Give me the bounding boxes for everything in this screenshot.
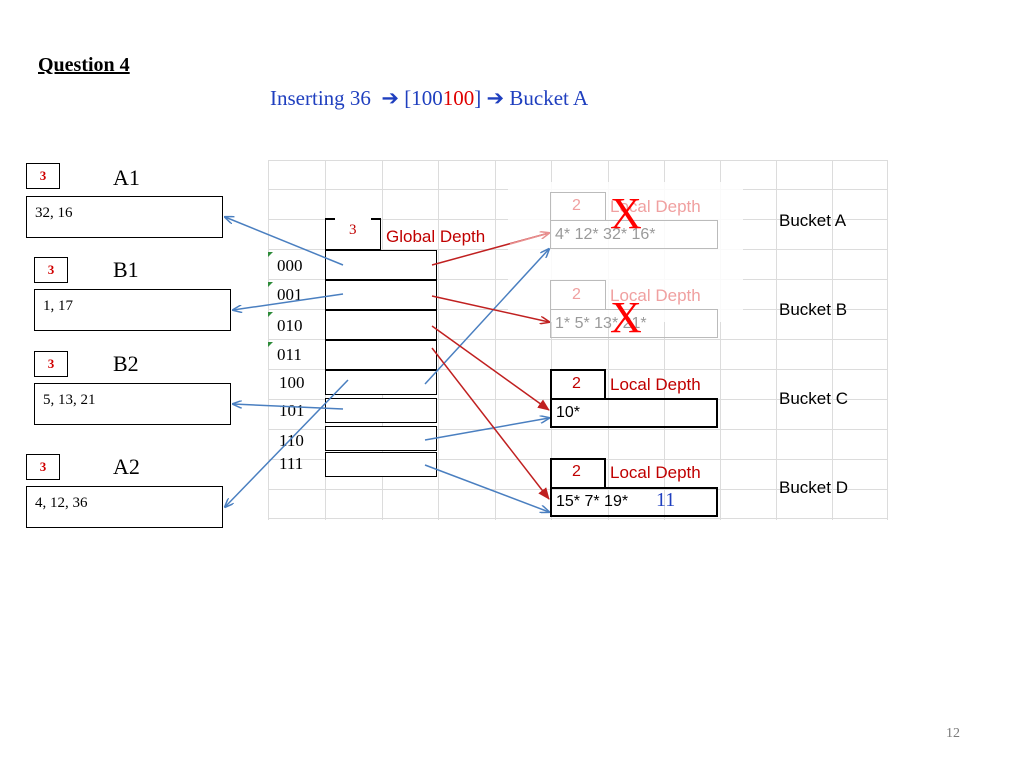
bucket-b-name: Bucket B [779,300,848,319]
bucket-d-content: 15* 7* 19* [550,487,718,517]
bucket-a-ld-label: Local Depth [610,197,701,216]
arrow-001-to-b1 [233,293,344,310]
bucket-a2-name: A2 [113,454,140,479]
bits-red: 100 [442,86,475,110]
bucket-a-name: Bucket A [779,211,847,230]
dir-slot-111 [325,452,437,477]
dir-label-011: 011 [277,345,302,364]
dir-slot-001 [325,280,437,310]
bucket-b2-name: B2 [113,351,139,376]
cell-marks [268,252,273,347]
dir-slot-110 [325,426,437,451]
bucket-a-ld-box [550,192,606,220]
dir-label-001: 001 [277,285,303,304]
arrow-011-to-bucket-d [431,347,550,500]
dir-slot-100 [325,370,437,395]
arrow-right-icon: ➔ [381,86,400,110]
bucket-d-ld-label: Local Depth [610,463,701,482]
arrow-110-to-bucket-c [424,418,549,441]
insert-suffix: Bucket A [509,86,589,110]
arrow-right-icon: ➔ [486,86,505,110]
arrow-111-to-bucket-d [424,464,549,512]
bucket-b-ld-box [550,280,606,309]
bucket-b1-content: 1, 17 [34,289,231,331]
bucket-b-cross: X [610,293,642,342]
bucket-d-ld-value: 2 [572,463,581,480]
bits-black: 100 [411,86,443,110]
bracket-open: [ [404,86,412,110]
arrow-100-to-bucket-a [424,249,549,385]
arrow-010-to-bucket-c [431,325,550,411]
bucket-d-ld-box [550,458,606,487]
dir-slot-011 [325,340,437,370]
bucket-a1-name: A1 [113,165,140,190]
dir-slot-010 [325,310,437,340]
global-depth-box [325,218,381,250]
insert-statement: Inserting 36 ➔ [100100] ➔ Bucket A [270,86,588,111]
global-depth-tick-left [325,218,335,220]
bracket-close: ] [474,86,482,110]
arrow-001-to-bucket-b [431,295,549,322]
dir-slot-000 [325,250,437,280]
bucket-b2-content: 5, 13, 21 [34,383,231,425]
arrow-100-to-a2 [225,379,349,507]
dir-label-010: 010 [277,316,303,335]
bucket-c-name: Bucket C [779,389,848,408]
bucket-a2-depth: 3 [26,454,60,480]
bucket-a2-content: 4, 12, 36 [26,486,223,528]
page-number: 12 [946,726,960,741]
dir-slot-101 [325,398,437,423]
bucket-d-name: Bucket D [779,478,848,497]
bucket-d-extra: 11 [656,489,676,511]
dir-label-111: 111 [279,454,304,473]
bucket-b1-name: B1 [113,257,139,282]
global-depth-tick-right [371,218,381,220]
insert-prefix: Inserting 36 [270,86,371,110]
bucket-c-ld-box [550,369,606,398]
bucket-a1-content: 32, 16 [26,196,223,238]
bucket-a1-depth: 3 [26,163,60,189]
dir-label-100: 100 [279,373,305,392]
page-title: Question 4 [38,54,130,76]
bucket-b2-depth: 3 [34,351,68,377]
global-depth-value: 3 [349,222,357,238]
bucket-b-ld-value: 2 [572,286,581,303]
bucket-b1-depth: 3 [34,257,68,283]
bucket-a-cross: X [610,189,642,238]
bucket-a-ld-value: 2 [572,197,581,214]
bucket-c-content: 10* [550,398,718,428]
arrow-000-red-faded [509,233,549,245]
bucket-c-ld-value: 2 [572,375,581,392]
bucket-b-ld-label: Local Depth [610,286,701,305]
bucket-d-values: 15* 7* 19* [556,493,629,510]
bucket-c-ld-label: Local Depth [610,375,701,394]
global-depth-label: Global Depth [386,227,486,246]
arrow-000-to-a1 [225,217,344,266]
arrow-101-to-b2 [233,404,344,410]
dir-label-000: 000 [277,256,303,275]
